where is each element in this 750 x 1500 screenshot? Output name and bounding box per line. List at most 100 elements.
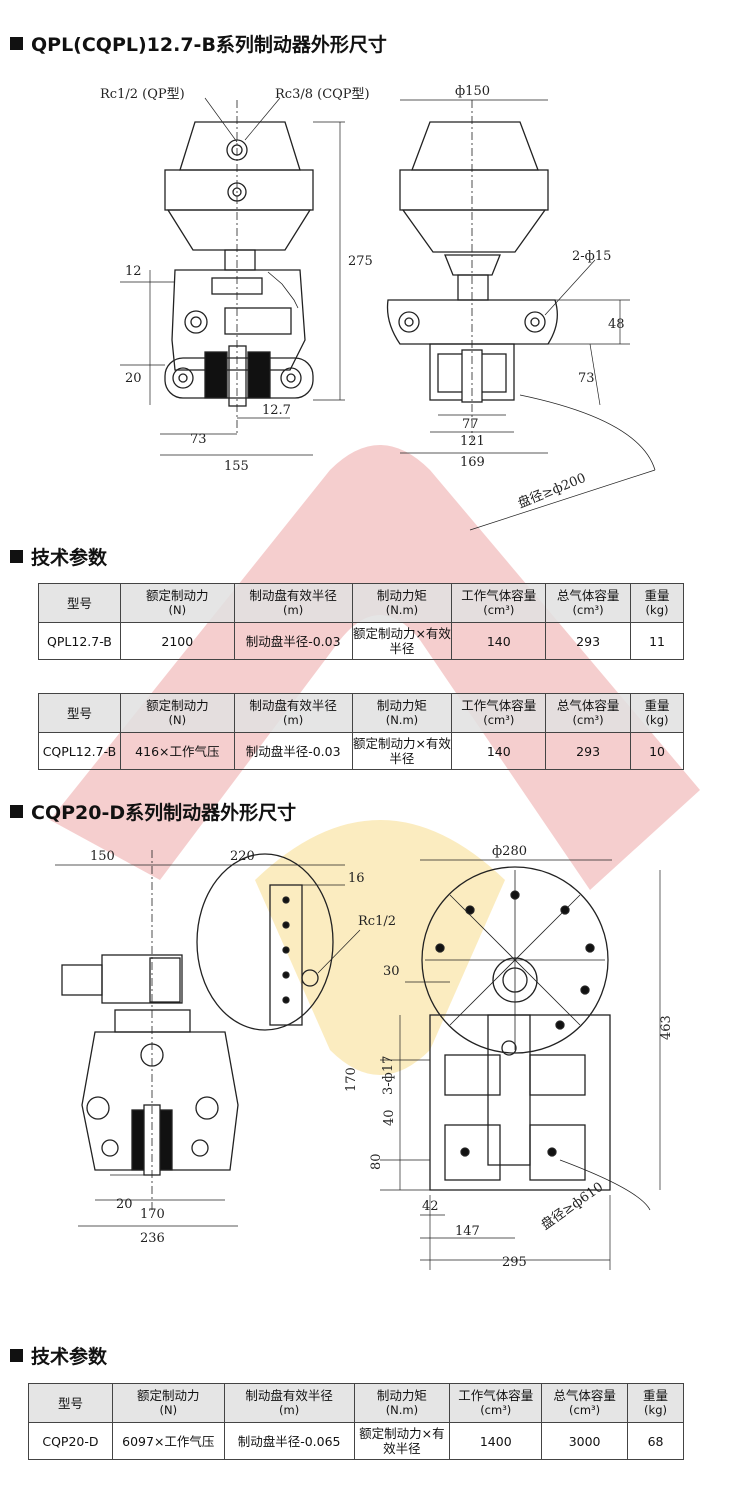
dim-147: 147 xyxy=(455,1224,480,1239)
dim-20: 20 xyxy=(125,371,142,386)
dim-disc-200: 盘径≥ф200 xyxy=(516,470,589,512)
cell-torque: 额定制动力×有效半径 xyxy=(351,732,453,770)
cell-force: 6097×工作气压 xyxy=(111,1422,225,1460)
dim-rc38-cqp: Rc3/8 (CQP型) xyxy=(275,87,370,102)
header-weight: 重量(kg) xyxy=(627,1383,684,1423)
dim-170-vertical: 170 xyxy=(344,1067,359,1092)
cell-model: QPL12.7-B xyxy=(38,622,121,660)
dim-disc-610: 盘径≥ф610 xyxy=(538,1179,606,1233)
cell-weight: 10 xyxy=(630,732,684,770)
dim-169: 169 xyxy=(460,455,485,470)
qpl-dimension-drawing: Rc1/2 (QP型) Rc3/8 (CQP型) 275 12 20 12.7 … xyxy=(100,84,656,531)
cqp20-dimension-drawing: 150 220 16 Rc1/2 20 170 236 xyxy=(55,844,674,1270)
header-radius: 制动盘有效半径(m) xyxy=(233,693,353,733)
header-model: 型号 xyxy=(38,583,121,623)
header-radius: 制动盘有效半径(m) xyxy=(223,1383,355,1423)
header-weight: 重量(kg) xyxy=(630,693,684,733)
dim-463: 463 xyxy=(659,1015,674,1040)
section-title-text: CQP20-D系列制动器外形尺寸 xyxy=(31,802,297,824)
spec-table-cqp20: 型号 额定制动力(N) 制动盘有效半径(m) 制动力矩(N.m) 工作气体容量(… xyxy=(28,1383,684,1460)
header-force: 额定制动力(N) xyxy=(119,583,235,623)
dim-73-front: 73 xyxy=(578,371,595,386)
dim-48: 48 xyxy=(608,317,625,332)
header-total-gas: 总气体容量(cm³) xyxy=(541,1383,629,1423)
dim-20: 20 xyxy=(116,1197,133,1212)
cell-work-gas: 140 xyxy=(451,622,547,660)
cqp20-side-view: 150 220 16 Rc1/2 20 170 236 xyxy=(55,849,396,1246)
header-weight: 重量(kg) xyxy=(630,583,684,623)
dim-150: 150 xyxy=(90,849,115,864)
bullet-square-icon xyxy=(10,37,23,50)
cell-total-gas: 293 xyxy=(545,732,632,770)
table-row: QPL12.7-B 2100 制动盘半径-0.03 额定制动力×有效半径 140… xyxy=(38,622,684,660)
dim-3-phi17: 3-ф17 xyxy=(381,1056,396,1095)
dim-phi280: ф280 xyxy=(492,844,527,859)
dim-12: 12 xyxy=(125,264,142,279)
cell-radius: 制动盘半径-0.065 xyxy=(223,1422,355,1460)
cell-work-gas: 1400 xyxy=(449,1422,543,1460)
header-torque: 制动力矩(N.m) xyxy=(351,693,453,733)
cell-work-gas: 140 xyxy=(451,732,547,770)
header-model: 型号 xyxy=(28,1383,113,1423)
table-row: CQPL12.7-B 416×工作气压 制动盘半径-0.03 额定制动力×有效半… xyxy=(38,732,684,770)
cell-model: CQPL12.7-B xyxy=(38,732,121,770)
qpl-side-view: Rc1/2 (QP型) Rc3/8 (CQP型) 275 12 20 12.7 … xyxy=(100,87,373,474)
header-torque: 制动力矩(N.m) xyxy=(353,1383,451,1423)
table-header-row: 型号 额定制动力(N) 制动盘有效半径(m) 制动力矩(N.m) 工作气体容量(… xyxy=(38,583,684,623)
dim-80: 80 xyxy=(369,1153,384,1170)
cell-force: 2100 xyxy=(119,622,235,660)
header-torque: 制动力矩(N.m) xyxy=(351,583,453,623)
header-total-gas: 总气体容量(cm³) xyxy=(545,693,632,733)
cell-torque: 额定制动力×有效半径 xyxy=(353,1422,451,1460)
dim-77: 77 xyxy=(462,417,479,432)
section-title-text: 技术参数 xyxy=(31,1346,108,1368)
cell-torque: 额定制动力×有效半径 xyxy=(351,622,453,660)
dim-2-phi15: 2-ф15 xyxy=(572,249,611,264)
dim-40: 40 xyxy=(382,1109,397,1126)
dim-121: 121 xyxy=(460,434,485,449)
dim-16: 16 xyxy=(348,871,365,886)
cell-weight: 11 xyxy=(630,622,684,660)
table-header-row: 型号 额定制动力(N) 制动盘有效半径(m) 制动力矩(N.m) 工作气体容量(… xyxy=(28,1383,684,1423)
table-row: CQP20-D 6097×工作气压 制动盘半径-0.065 额定制动力×有效半径… xyxy=(28,1422,684,1460)
dim-30: 30 xyxy=(383,964,400,979)
cell-total-gas: 293 xyxy=(545,622,632,660)
header-work-gas: 工作气体容量(cm³) xyxy=(449,1383,543,1423)
section-title-text: QPL(CQPL)12.7-B系列制动器外形尺寸 xyxy=(31,34,387,56)
dim-236: 236 xyxy=(140,1231,165,1246)
dim-220: 220 xyxy=(230,849,255,864)
bullet-square-icon xyxy=(10,550,23,563)
dim-73: 73 xyxy=(190,432,207,447)
section-title-cqp20: CQP20-D系列制动器外形尺寸 xyxy=(10,798,296,825)
dim-12-7: 12.7 xyxy=(262,403,291,418)
dim-170: 170 xyxy=(140,1207,165,1222)
header-force: 额定制动力(N) xyxy=(119,693,235,733)
qpl-front-view: ф150 2-ф15 48 73 77 121 169 盘径≥ф200 xyxy=(386,84,656,531)
dim-rc12-qp: Rc1/2 (QP型) xyxy=(100,87,185,102)
cell-weight: 68 xyxy=(627,1422,684,1460)
cell-total-gas: 3000 xyxy=(541,1422,629,1460)
header-work-gas: 工作气体容量(cm³) xyxy=(451,583,547,623)
dim-155: 155 xyxy=(224,459,249,474)
cell-model: CQP20-D xyxy=(28,1422,113,1460)
table-header-row: 型号 额定制动力(N) 制动盘有效半径(m) 制动力矩(N.m) 工作气体容量(… xyxy=(38,693,684,733)
dim-phi150: ф150 xyxy=(455,84,490,99)
spec-table-qpl: 型号 额定制动力(N) 制动盘有效半径(m) 制动力矩(N.m) 工作气体容量(… xyxy=(38,583,684,660)
cell-radius: 制动盘半径-0.03 xyxy=(233,622,353,660)
section-title-spec-1: 技术参数 xyxy=(10,543,107,570)
header-total-gas: 总气体容量(cm³) xyxy=(545,583,632,623)
section-title-qpl: QPL(CQPL)12.7-B系列制动器外形尺寸 xyxy=(10,30,387,57)
section-title-text: 技术参数 xyxy=(31,547,108,569)
bullet-square-icon xyxy=(10,1349,23,1362)
bullet-square-icon xyxy=(10,805,23,818)
cell-radius: 制动盘半径-0.03 xyxy=(233,732,353,770)
section-title-spec-2: 技术参数 xyxy=(10,1342,107,1369)
spec-table-cqpl: 型号 额定制动力(N) 制动盘有效半径(m) 制动力矩(N.m) 工作气体容量(… xyxy=(38,693,684,770)
dim-42: 42 xyxy=(422,1199,439,1214)
header-radius: 制动盘有效半径(m) xyxy=(233,583,353,623)
header-model: 型号 xyxy=(38,693,121,733)
cell-force: 416×工作气压 xyxy=(119,732,235,770)
cqp20-front-view: ф280 463 30 3-ф17 170 40 80 42 147 295 盘… xyxy=(344,844,674,1270)
header-work-gas: 工作气体容量(cm³) xyxy=(451,693,547,733)
header-force: 额定制动力(N) xyxy=(111,1383,225,1423)
